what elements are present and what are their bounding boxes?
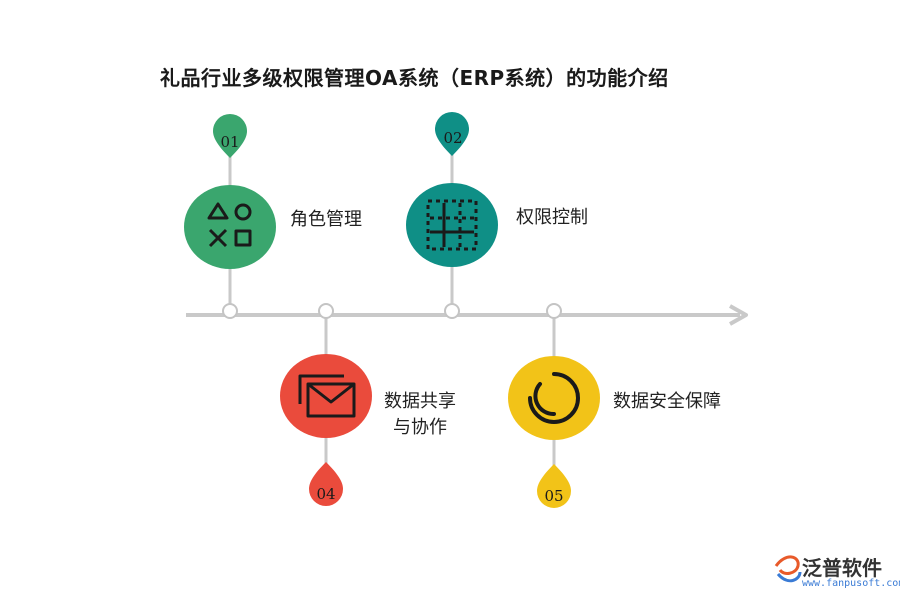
fanpu-logo-icon [774,555,802,583]
circle-permission-control [406,183,498,267]
label-data-security: 数据安全保障 [613,391,721,412]
circle-role-management [184,185,276,269]
circle-data-security [508,356,600,440]
timeline-node-04 [318,303,334,319]
marker-02 [435,112,469,156]
mail-icon [298,374,356,418]
label-data-sharing-line2: 与协作 [393,417,447,438]
marker-01 [213,114,247,158]
timeline-node-05 [546,303,562,319]
marker-04-number: 04 [316,485,335,503]
page-title: 礼品行业多级权限管理OA系统（ERP系统）的功能介绍 [160,66,669,90]
timeline-arrowhead [729,304,748,326]
brand-logo: 泛普软件 www.fanpusoft.com [772,552,900,592]
timeline-node-01 [222,303,238,319]
label-data-sharing: 数据共享 与协作 [384,389,456,441]
marker-02-number: 02 [443,129,462,147]
label-role-management: 角色管理 [290,209,362,230]
shapes-icon [207,202,252,248]
marker-05 [537,464,571,508]
brand-url: www.fanpusoft.com [802,578,900,589]
circle-progress-icon [528,372,580,424]
timeline-node-02 [444,303,460,319]
label-data-sharing-line1: 数据共享 [384,391,456,412]
marker-01-number: 01 [220,133,239,151]
marker-05-number: 05 [544,487,563,505]
brand-name: 泛普软件 [802,556,882,580]
marker-04 [309,462,343,506]
grid-icon [426,199,478,251]
label-permission-control: 权限控制 [516,207,588,228]
